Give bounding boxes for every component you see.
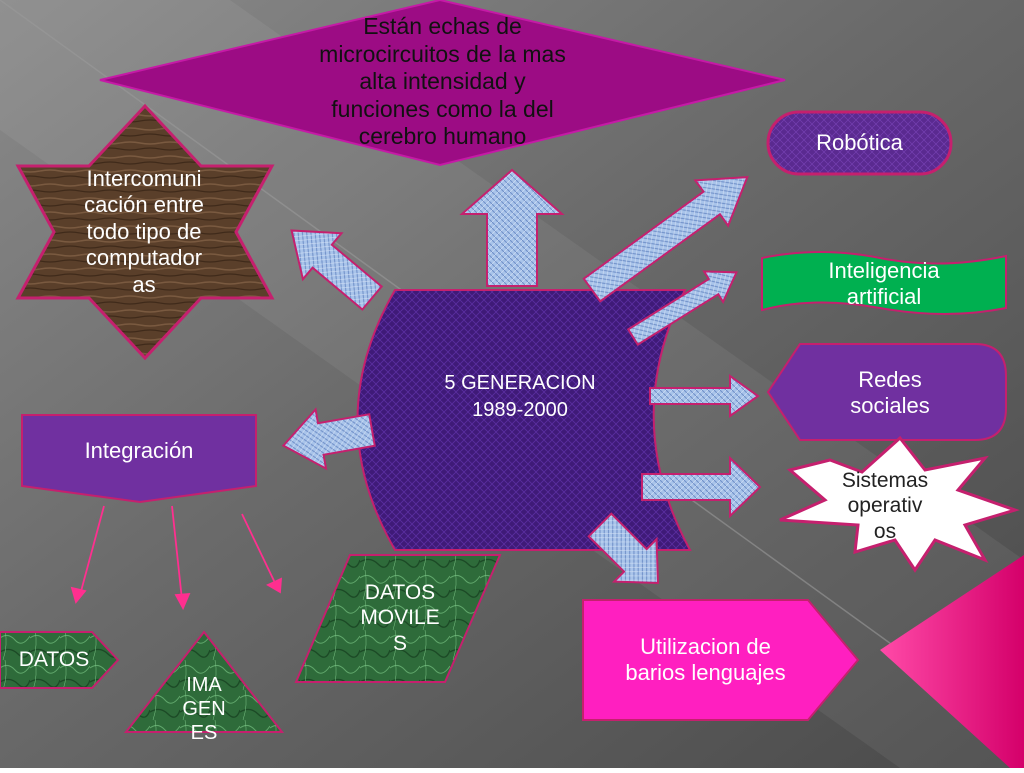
arrow-to-lenguajes [587,512,660,585]
line-to-datos [79,505,105,596]
imagenes-text: IMA GEN ES [182,674,226,744]
arrow-to-integracion [281,407,376,471]
arrow-to-redes [649,374,760,418]
datos-text: DATOS [18,648,90,672]
datos-moviles-shape [294,554,502,683]
inteligencia-text: Inteligencia artificial [828,257,940,309]
lenguajes-shape [582,599,860,721]
sistemas-shape [779,435,1020,573]
center-text: 5 GENERACION 1989-2000 [400,370,640,424]
redes-shape [766,343,1007,441]
top-diamond-text: Están echas de microcircuitos de la mas … [319,13,566,150]
datos-shape [0,631,120,689]
pink-corner-triangle [880,555,1024,768]
top-diamond-shape [99,0,786,167]
sistemas-text: Sistemas operativ os [841,469,929,543]
arrow-up-left [290,229,384,311]
arrow-to-sistemas [641,455,762,519]
star-shape [15,103,275,361]
line-to-datos-moviles [241,513,277,586]
center-years: 1989-2000 [472,399,568,421]
arrowhead-imagenes [174,592,191,611]
robotica-shape [766,110,953,176]
center-shape [356,289,692,551]
arrow-to-robotica [582,176,749,303]
line-to-imagenes [171,505,183,601]
inteligencia-shape [761,251,1007,315]
center-title: 5 GENERACION [444,372,596,394]
integracion-shape [21,414,257,504]
imagenes-shape [123,630,285,733]
arrow-to-inteligencia [626,270,738,347]
datos-moviles-text: DATOS MOVILE S [360,581,440,655]
arrowhead-datos-moviles [266,577,283,594]
arrowhead-datos [70,586,87,604]
star-text: Intercomuni cación entre todo tipo de co… [84,166,204,297]
arrow-up [459,168,565,287]
integracion-text: Integración [84,437,194,463]
lenguajes-text: Utilizacion de barios lenguajes [625,633,786,685]
robotica-text: Robótica [816,129,903,155]
redes-text: Redes sociales [850,366,930,418]
